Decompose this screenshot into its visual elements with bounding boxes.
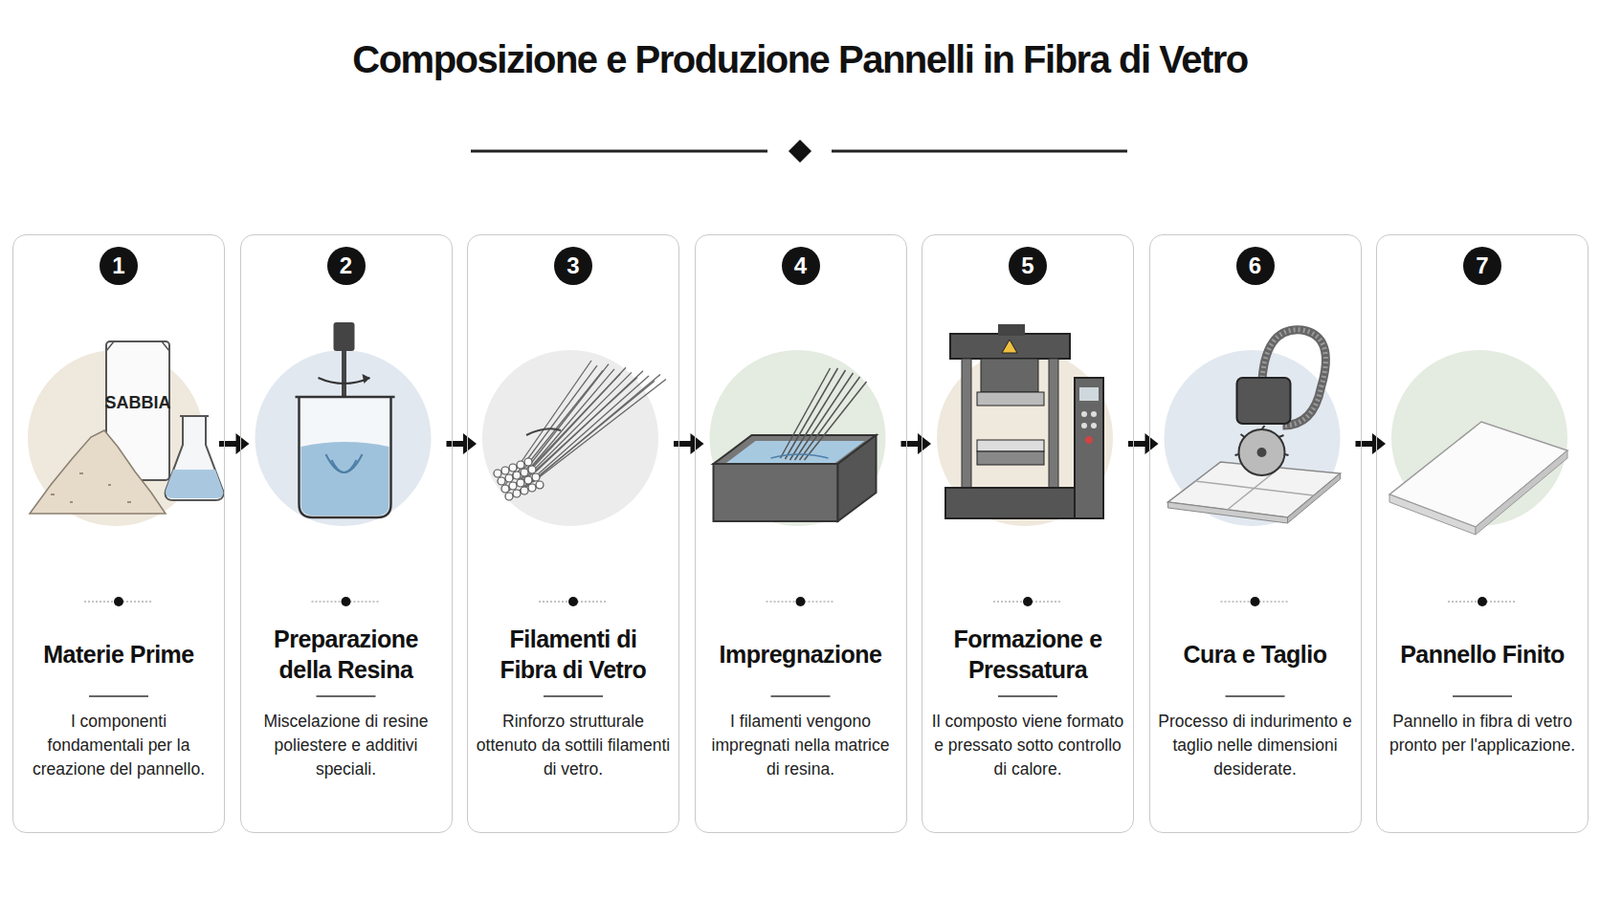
bag-label: SABBIA	[104, 393, 171, 414]
diagram-title: Composizione e Produzione Pannelli in Fi…	[0, 38, 1600, 82]
flow-arrow	[446, 433, 478, 455]
flow-arrow	[219, 433, 250, 455]
step-number: 7	[1463, 246, 1502, 286]
process-card: Materie Prime I componenti fondamentali p…	[12, 234, 225, 834]
step-description: Pannello in fibra di vetro pronto per l'…	[1384, 710, 1580, 758]
step-description: Miscelazione di resine poliestere e addi…	[248, 710, 445, 782]
step-description: I componenti fondamentali per la creazio…	[21, 710, 217, 782]
heading-wrap: Pannello Finito	[1377, 616, 1588, 693]
flow-arrow	[901, 433, 933, 455]
step-heading: Cura e Taglio	[1182, 639, 1327, 670]
step-heading: Preparazione della Resina	[252, 623, 441, 686]
step-description: Rinforzo strutturale ottenuto da sottili…	[475, 710, 671, 782]
step-heading: Materie Prime	[43, 639, 194, 670]
heading-wrap: Impregnazione	[695, 616, 907, 693]
heading-wrap: Cura e Taglio	[1150, 616, 1361, 693]
step-number: 2	[327, 246, 366, 286]
step-number: 5	[1008, 246, 1047, 286]
step-heading: Pannello Finito	[1400, 639, 1565, 670]
step-number: 1	[99, 246, 138, 286]
heading-wrap: Preparazione della Resina	[241, 616, 452, 693]
heading-wrap: Materie Prime	[13, 616, 224, 693]
process-card: Filamenti di Fibra di VetroRinforzo stru…	[466, 234, 680, 834]
process-card: Pannello FinitoPannello in fibra di vetr…	[1376, 234, 1589, 834]
process-card: Impregnazione I filamenti vengono impregn…	[694, 234, 908, 834]
step-number: 6	[1236, 246, 1275, 286]
flow-arrow	[673, 433, 705, 455]
step-heading: Formazione e Pressatura	[933, 623, 1122, 686]
flow-arrow	[1128, 433, 1159, 455]
process-card: Cura e TaglioProcesso di indurimento e t…	[1149, 234, 1362, 834]
step-heading: Impregnazione	[719, 639, 883, 670]
flow-arrow	[1355, 433, 1387, 455]
process-card: Preparazione della ResinaMiscelazione di…	[240, 234, 453, 834]
step-heading: Filamenti di Fibra di Vetro	[479, 623, 667, 686]
step-number: 4	[781, 246, 821, 286]
step-description: I filamenti vengono impregnati nella mat…	[703, 710, 899, 782]
heading-wrap: Formazione e Pressatura	[922, 616, 1134, 693]
process-card: Formazione e Pressatura Il composto viene…	[921, 234, 1134, 834]
step-description: Processo di indurimento e taglio nelle d…	[1157, 710, 1354, 782]
step-description: Il composto viene formato e pressato sot…	[930, 710, 1126, 782]
step-number: 3	[554, 246, 593, 286]
heading-wrap: Filamenti di Fibra di Vetro	[467, 616, 679, 693]
